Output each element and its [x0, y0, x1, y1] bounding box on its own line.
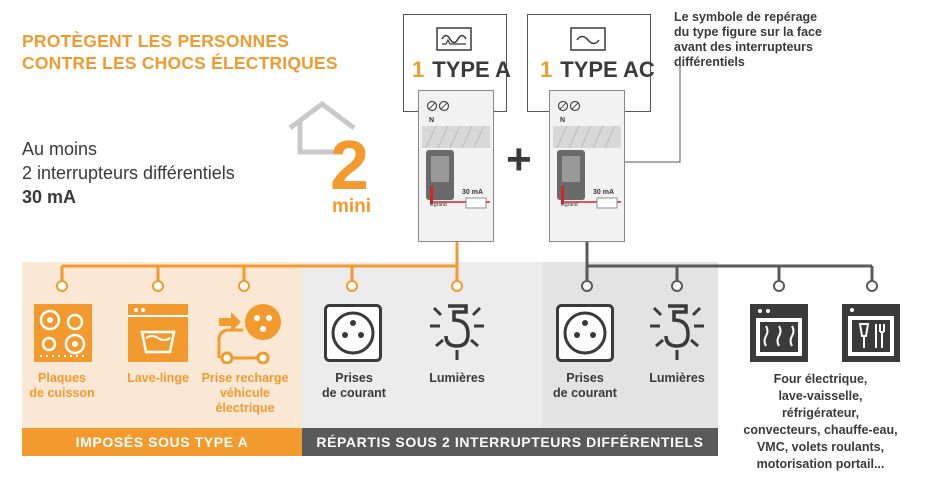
ev-charger-label-line-2: véhicule — [219, 386, 271, 400]
minimum-unit: mini — [332, 196, 372, 217]
type-a-neutral-label: N — [429, 117, 434, 124]
socket-2-label-line-1: Prises — [566, 371, 604, 385]
other-circuits-line-3: réfrigérateur, — [781, 406, 860, 420]
type-a-category-bar: IMPOSÉS SOUS TYPE A — [22, 428, 302, 456]
note-line-4: différentiels — [674, 55, 745, 69]
circuit-label-socket-1: Prises de courant — [306, 371, 402, 401]
type-ac-neutral-label: N — [560, 117, 565, 124]
type-a-label: 1 TYPE A — [412, 57, 511, 83]
type-a-name: TYPE A — [432, 57, 511, 82]
type-ac-name: TYPE AC — [560, 57, 655, 82]
subtitle: Au moins 2 interrupteurs différentiels 3… — [22, 137, 235, 209]
house-icon — [288, 100, 356, 155]
circuit-label-lights-2: Lumières — [627, 371, 727, 386]
shared-category-bar: RÉPARTIS SOUS 2 INTERRUPTEURS DIFFÉRENTI… — [302, 428, 718, 456]
note-line-3: avant des interrupteurs — [674, 40, 813, 54]
other-circuits-line-1: Four électrique, — [773, 372, 868, 386]
cooktop-icon — [34, 304, 92, 362]
lights-1-label-line-1: Lumières — [429, 371, 485, 385]
headline: PROTÈGENT LES PERSONNES CONTRE LES CHOCS… — [22, 30, 338, 74]
oven-icon — [750, 304, 808, 362]
cooktop-label-line-2: de cuisson — [29, 386, 95, 400]
other-circuits-line-5: VMC, volets roulants, — [756, 440, 885, 454]
subtitle-rating: 30 mA — [22, 187, 77, 207]
subtitle-line-3: 30 mA — [22, 185, 235, 209]
light-bulb-icon — [650, 304, 704, 360]
cooktop-label-line-1: Plaques — [38, 371, 86, 385]
washing-machine-icon — [128, 304, 188, 362]
minimum-count: 2 — [330, 126, 369, 204]
other-circuits-label: Four électrique, lave-vaisselle, réfrigé… — [733, 371, 908, 473]
type-a-rating: 30 mA — [462, 189, 483, 196]
socket-icon — [556, 304, 614, 362]
type-ac-symbol-icon — [570, 27, 606, 51]
other-circuits-line-2: lave-vaisselle, — [778, 389, 863, 403]
lights-2-label-line-1: Lumières — [649, 371, 705, 385]
type-a-brand: legrand — [430, 202, 447, 208]
light-bulb-icon — [430, 304, 484, 360]
circuit-label-cooktop: Plaques de cuisson — [14, 371, 110, 401]
ev-charger-icon — [217, 304, 281, 364]
socket-1-label-line-1: Prises — [335, 371, 373, 385]
plus-sign: + — [506, 135, 532, 184]
dishwasher-icon — [842, 304, 900, 362]
circuit-label-socket-2: Prises de courant — [537, 371, 633, 401]
circuit-label-washing-machine: Lave-linge — [110, 371, 206, 386]
type-ac-label: 1 TYPE AC — [540, 57, 655, 83]
other-circuits-line-6: motorisation portail... — [756, 457, 885, 471]
ev-charger-label-line-1: Prise recharge — [201, 371, 289, 385]
type-ac-brand: legrand — [561, 202, 578, 208]
headline-line-2: CONTRE LES CHOCS ÉLECTRIQUES — [22, 53, 338, 73]
other-circuits-line-4: convecteurs, chauffe-eau, — [743, 423, 898, 437]
ev-charger-label-line-3: électrique — [215, 401, 275, 415]
socket-2-label-line-2: de courant — [553, 386, 617, 400]
type-a-quantity: 1 — [412, 57, 425, 82]
headline-line-1: PROTÈGENT LES PERSONNES — [22, 31, 290, 51]
type-a-breaker-device: N 30 mA legrand — [418, 90, 494, 242]
type-ac-breaker-device: N 30 mA legrand — [549, 90, 625, 242]
note-line-1: Le symbole de repérage — [674, 10, 818, 24]
washing-machine-label-line-1: Lave-linge — [127, 371, 189, 385]
subtitle-line-1: Au moins — [22, 139, 98, 159]
type-a-symbol-icon — [436, 27, 472, 51]
socket-1-label-line-2: de courant — [322, 386, 386, 400]
type-ac-rating: 30 mA — [593, 189, 614, 196]
circuit-label-ev-charger: Prise recharge véhicule électrique — [192, 371, 298, 416]
type-ac-quantity: 1 — [540, 57, 553, 82]
socket-icon — [324, 304, 382, 362]
note-line-2: du type figure sur la face — [674, 25, 822, 39]
circuit-label-lights-1: Lumières — [407, 371, 507, 386]
subtitle-line-2: 2 interrupteurs différentiels — [22, 163, 235, 183]
type-note: Le symbole de repérage du type figure su… — [674, 10, 864, 70]
